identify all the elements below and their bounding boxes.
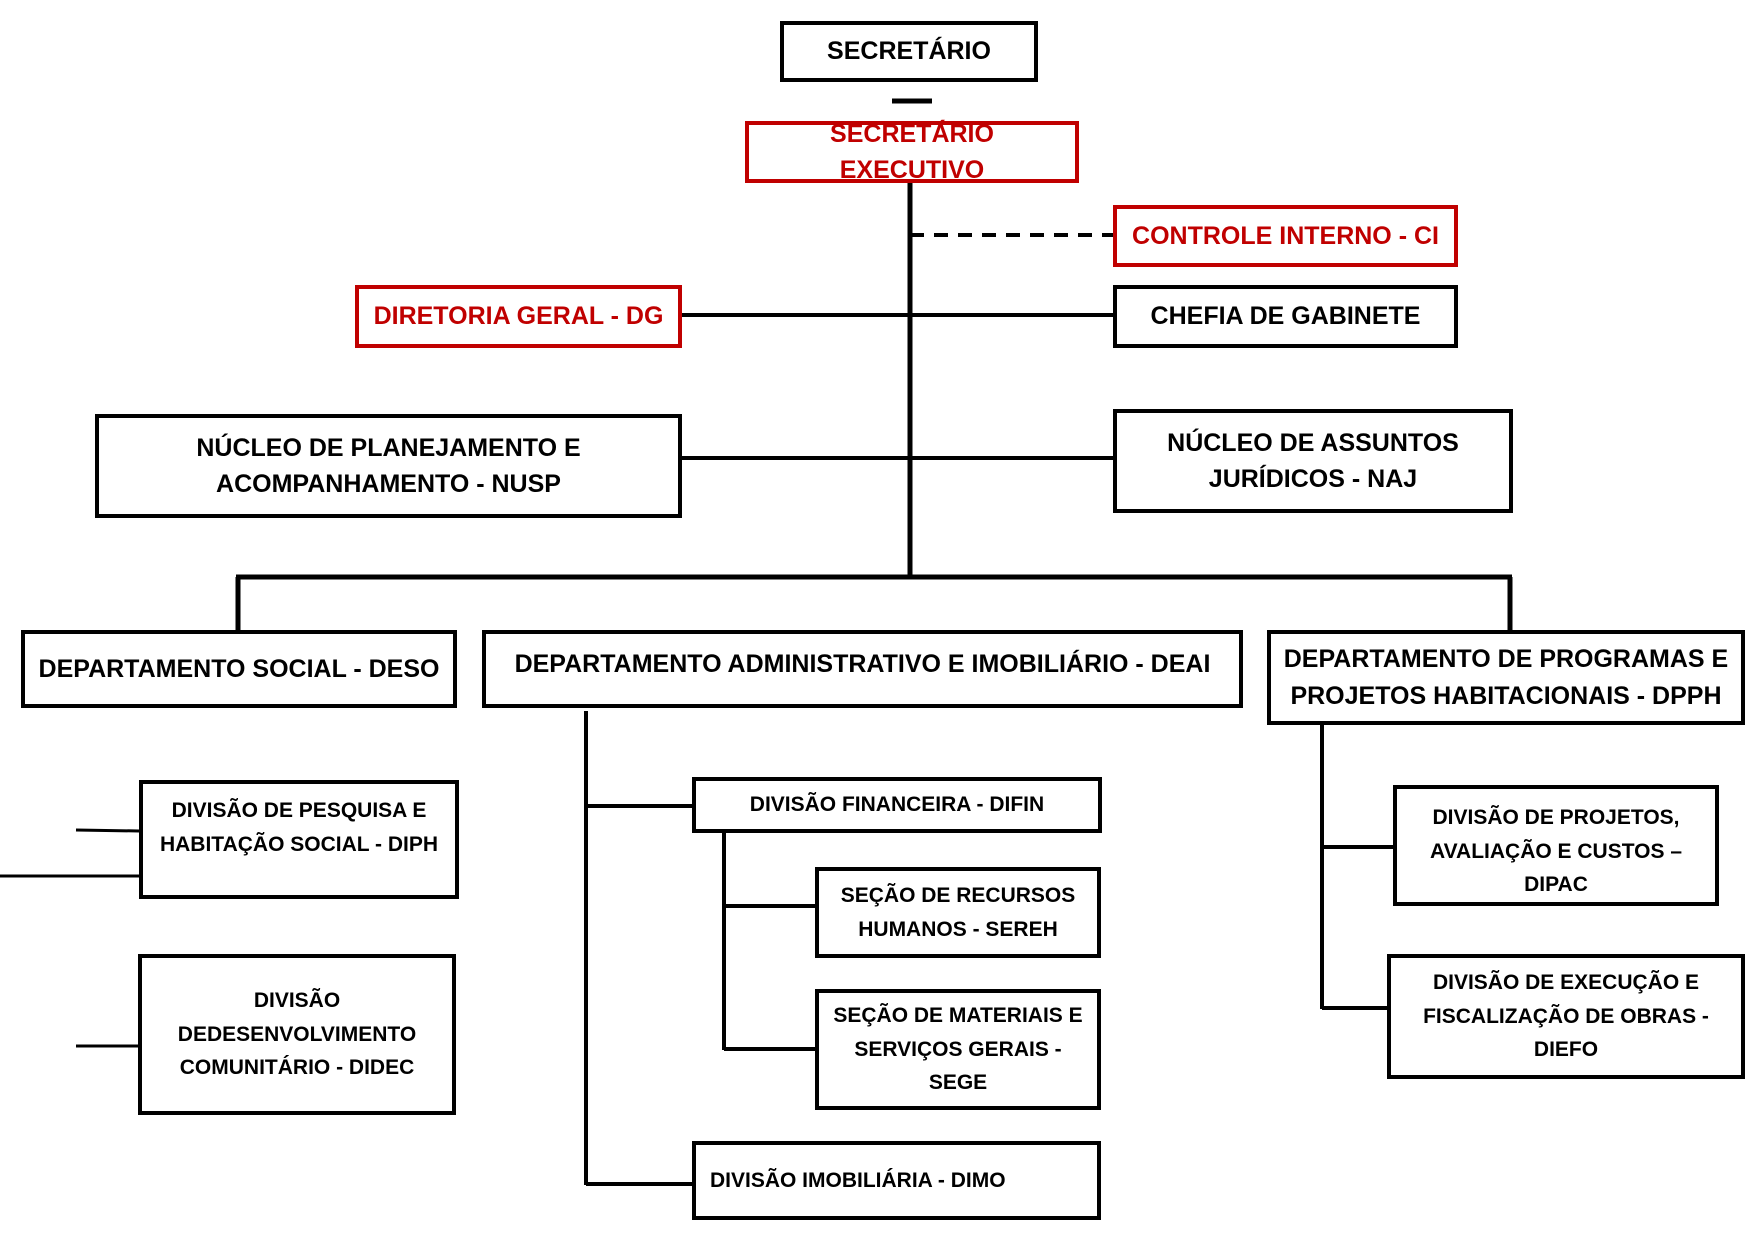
node-controle-interno: CONTROLE INTERNO - CI (1113, 205, 1458, 267)
node-didec-label: DIVISÃO DEDESENVOLVIMENTO COMUNITÁRIO - … (177, 989, 417, 1080)
node-difin: DIVISÃO FINANCEIRA - DIFIN (692, 777, 1102, 833)
node-sege-label: SEÇÃO DE MATERIAIS E SERVIÇOS GERAIS - S… (833, 1004, 1083, 1095)
node-chefia-gabinete: CHEFIA DE GABINETE (1113, 285, 1458, 348)
node-deso: DEPARTAMENTO SOCIAL - DESO (21, 630, 457, 708)
node-diph: DIVISÃO DE PESQUISA E HABITAÇÃO SOCIAL -… (139, 780, 459, 899)
node-secretario-label: SECRETÁRIO (827, 37, 991, 66)
node-diretoria-geral-label: DIRETORIA GERAL - DG (373, 302, 664, 331)
node-diefo-label: DIVISÃO DE EXECUÇÃO E FISCALIZAÇÃO DE OB… (1423, 971, 1709, 1062)
node-dimo-label: DIVISÃO IMOBILIÁRIA - DIMO (710, 1168, 1006, 1192)
node-dipac: DIVISÃO DE PROJETOS, AVALIAÇÃO E CUSTOS … (1393, 785, 1719, 906)
node-naj-label: NÚCLEO DE ASSUNTOS JURÍDICOS - NAJ (1167, 428, 1459, 493)
connector-diph-stub (75, 828, 140, 833)
node-deai-label: DEPARTAMENTO ADMINISTRATIVO E IMOBILIÁRI… (514, 650, 1211, 678)
node-chefia-gabinete-label: CHEFIA DE GABINETE (1150, 302, 1421, 331)
node-naj: NÚCLEO DE ASSUNTOS JURÍDICOS - NAJ (1113, 409, 1513, 513)
node-nusp-label: NÚCLEO DE PLANEJAMENTO E ACOMPANHAMENTO … (196, 433, 581, 498)
node-dipac-label: DIVISÃO DE PROJETOS, AVALIAÇÃO E CUSTOS … (1429, 806, 1683, 897)
node-dpph: DEPARTAMENTO DE PROGRAMAS E PROJETOS HAB… (1267, 630, 1745, 725)
node-deso-label: DEPARTAMENTO SOCIAL - DESO (38, 654, 440, 683)
node-diefo: DIVISÃO DE EXECUÇÃO E FISCALIZAÇÃO DE OB… (1387, 954, 1745, 1079)
node-secretario: SECRETÁRIO (780, 21, 1038, 82)
node-nusp: NÚCLEO DE PLANEJAMENTO E ACOMPANHAMENTO … (95, 414, 682, 518)
node-difin-label: DIVISÃO FINANCEIRA - DIFIN (749, 793, 1045, 817)
node-sereh-label: SEÇÃO DE RECURSOS HUMANOS - SEREH (840, 883, 1076, 941)
node-deai: DEPARTAMENTO ADMINISTRATIVO E IMOBILIÁRI… (482, 630, 1243, 708)
node-controle-interno-label: CONTROLE INTERNO - CI (1132, 221, 1439, 250)
node-diretoria-geral: DIRETORIA GERAL - DG (355, 285, 682, 348)
node-didec: DIVISÃO DEDESENVOLVIMENTO COMUNITÁRIO - … (138, 954, 456, 1115)
node-sereh: SEÇÃO DE RECURSOS HUMANOS - SEREH (815, 867, 1101, 958)
node-diph-label: DIVISÃO DE PESQUISA E HABITAÇÃO SOCIAL -… (159, 799, 439, 856)
node-secretario-executivo-label: SECRETÁRIO EXECUTIVO (830, 119, 994, 184)
node-secretario-executivo: SECRETÁRIO EXECUTIVO (745, 120, 1079, 184)
node-sege: SEÇÃO DE MATERIAIS E SERVIÇOS GERAIS - S… (815, 989, 1101, 1110)
node-dpph-label: DEPARTAMENTO DE PROGRAMAS E PROJETOS HAB… (1283, 645, 1729, 710)
node-dimo: DIVISÃO IMOBILIÁRIA - DIMO (692, 1141, 1101, 1220)
